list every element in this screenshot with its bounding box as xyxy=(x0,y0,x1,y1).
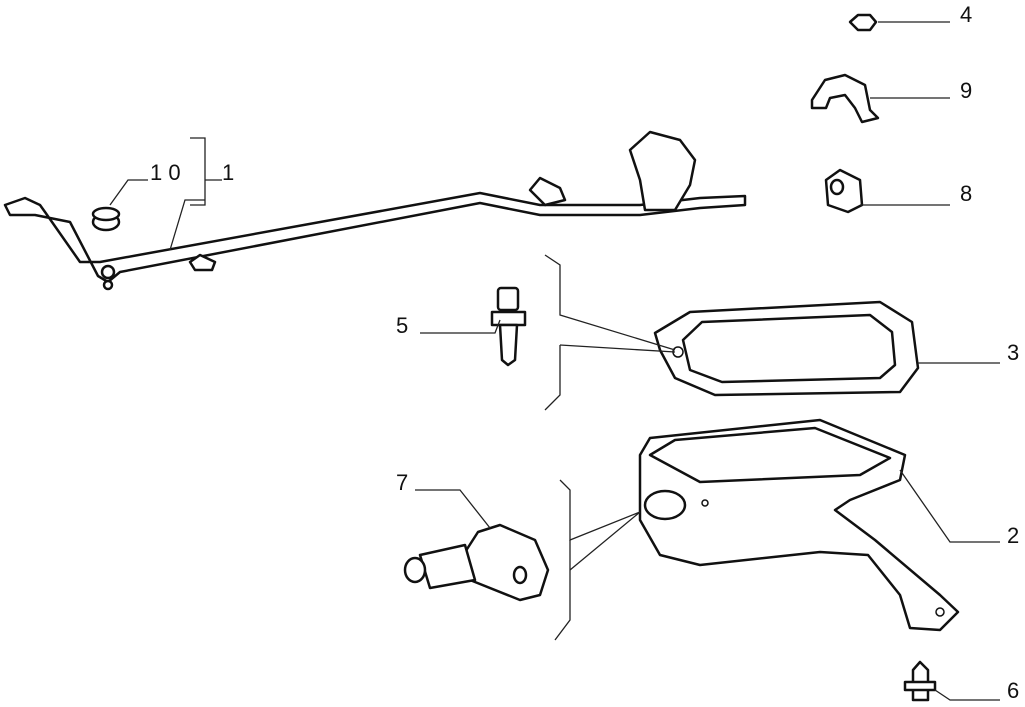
callout-1: 1 xyxy=(222,160,235,185)
callout-10: 1 0 xyxy=(150,160,181,185)
callout-7: 7 xyxy=(396,470,409,495)
callout-8: 8 xyxy=(960,181,973,206)
cap-part xyxy=(91,206,121,232)
callout-3: 3 xyxy=(1007,340,1020,365)
gasket-part xyxy=(653,300,920,397)
callout-5: 5 xyxy=(396,313,409,338)
callout-2: 2 xyxy=(1007,523,1020,548)
rod-assembly xyxy=(3,130,747,291)
bolt-part xyxy=(903,660,937,702)
nut-part xyxy=(848,13,878,32)
clamp-part xyxy=(810,73,880,124)
bushing-part xyxy=(824,168,864,214)
leader-lines xyxy=(109,21,1000,701)
housing-part xyxy=(638,418,960,632)
callout-4: 4 xyxy=(960,2,973,27)
screw-part xyxy=(490,286,527,367)
callout-9: 9 xyxy=(960,78,973,103)
callout-6: 6 xyxy=(1007,678,1020,703)
switch-part xyxy=(403,523,550,602)
